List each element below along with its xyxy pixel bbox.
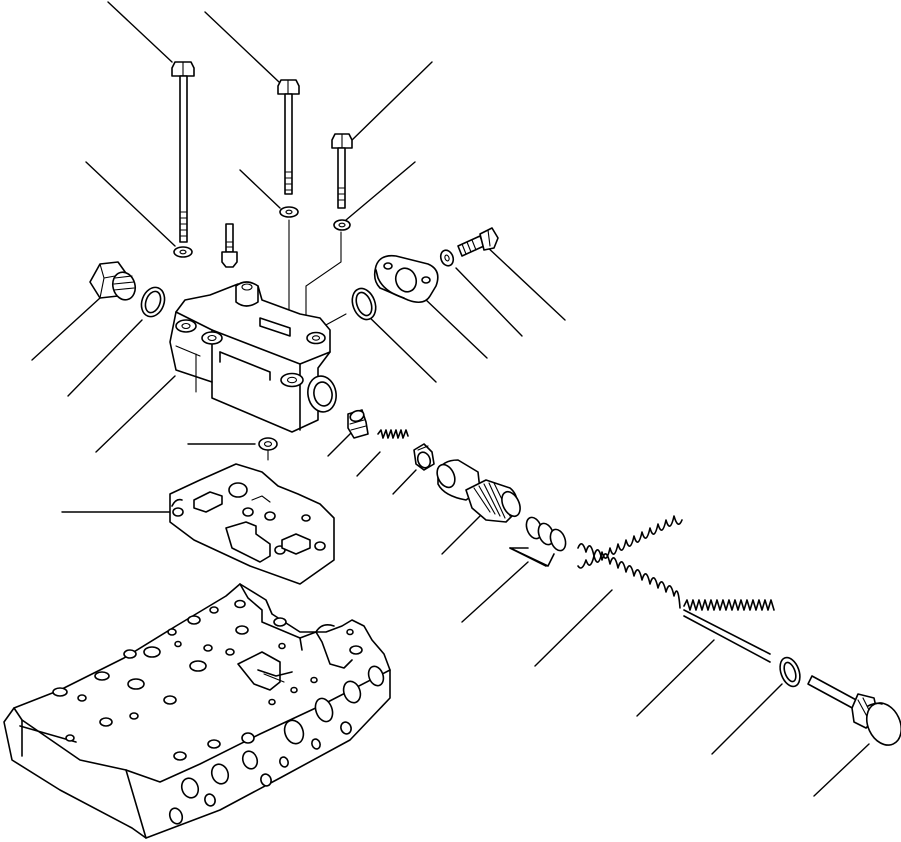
large-spring (577, 515, 683, 609)
washer-right (333, 219, 351, 231)
valve-body (169, 281, 337, 433)
leader-o-ring-end (711, 683, 783, 755)
long-spring (683, 599, 775, 663)
plug-upper-left (89, 261, 137, 301)
gasket (169, 463, 335, 585)
end-plug (807, 675, 901, 746)
leader-shim-set (461, 561, 529, 623)
leader-end-plug (813, 743, 870, 797)
small-bolt-body (221, 223, 238, 268)
bolt-long-middle (277, 79, 300, 195)
leader-spool (441, 515, 481, 555)
leader-plug-upper-left (31, 297, 101, 361)
leader-long-spring (636, 639, 715, 717)
washer-left (173, 246, 193, 258)
flange (373, 254, 439, 304)
valve-piece (413, 443, 435, 471)
bolt-long-left (171, 61, 195, 243)
washer-middle (279, 206, 299, 218)
spool (436, 459, 521, 523)
o-ring-end (779, 656, 801, 688)
leader-flange-bolt (483, 243, 566, 321)
guide-line-port (323, 313, 347, 327)
leader-o-ring-port (363, 311, 437, 383)
bolt-short-right (331, 133, 353, 209)
leader-large-spring (534, 589, 613, 667)
leader-valve-piece (392, 469, 417, 495)
leader-o-ring-upper-left (67, 319, 143, 397)
leader-bolt-long-left (107, 1, 173, 63)
leader-washer-right (345, 161, 416, 221)
leader-bolt-long-middle (204, 11, 280, 83)
lower-washer (258, 437, 278, 451)
transmission-case (3, 583, 391, 839)
guide-line-right-bolt (305, 231, 342, 329)
o-ring-upper-left (140, 286, 166, 318)
leader-flange (423, 297, 488, 359)
leader-small-spring (356, 451, 381, 477)
leader-washer-middle (239, 169, 281, 209)
flange-bolt (457, 227, 499, 257)
leader-bolt-short-right (349, 61, 433, 143)
retainer (347, 409, 369, 439)
leader-washer-left (85, 161, 176, 247)
flange-washer (439, 249, 455, 267)
leader-lines (31, 1, 870, 797)
leader-flange-washer (455, 267, 523, 337)
shim-set (509, 516, 567, 567)
o-ring-port (351, 287, 377, 321)
leader-valve-body (95, 375, 176, 453)
small-spring (377, 429, 409, 439)
leader-retainer (327, 431, 353, 457)
